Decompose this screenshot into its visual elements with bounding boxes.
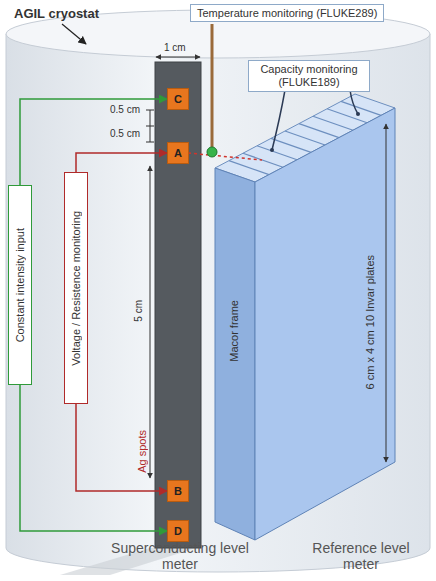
plate-edge	[285, 131, 325, 145]
lead-dot	[356, 112, 360, 116]
wire-connector	[20, 385, 167, 531]
part-label: Macor frame	[228, 300, 240, 362]
dimension-line	[386, 124, 387, 462]
dimension-line	[150, 166, 151, 478]
node-text: Constant intensity input	[14, 228, 26, 342]
dimension-tick	[146, 126, 154, 127]
dimension-line	[156, 57, 200, 58]
ag-spot: D	[167, 520, 189, 542]
node-text: Voltage / Resistence monitoring	[70, 211, 82, 366]
ag-spot: C	[167, 88, 189, 110]
level-line	[188, 153, 262, 160]
plate-edge	[229, 161, 269, 175]
wire-connector	[76, 404, 167, 491]
superconducting-strip	[155, 62, 201, 548]
wire-connector	[76, 153, 167, 172]
caption-label: Reference level meter	[296, 540, 426, 572]
monitor-box: Capacity monitoring (FLUKE189)	[248, 60, 370, 92]
dimension-label: 6 cm x 4 cm 10 Invar plates	[364, 255, 376, 390]
macor-frame	[215, 168, 255, 540]
plate-edge	[243, 153, 283, 167]
ag-spot: B	[167, 480, 189, 502]
dimension-tick	[146, 142, 154, 143]
node-text: A	[174, 147, 182, 159]
pointer-arrow	[62, 24, 86, 44]
capacity-lead	[272, 90, 285, 150]
title-label: AGIL cryostat	[14, 6, 99, 21]
node-text: Capacity monitoring (FLUKE189)	[260, 63, 357, 88]
wire-connector	[20, 99, 167, 185]
node-text: Temperature monitoring (FLUKE289)	[197, 7, 377, 19]
lead-dot	[270, 148, 274, 152]
monitor-box: Voltage / Resistence monitoring	[64, 172, 88, 404]
plate-edge	[257, 146, 297, 160]
caption-label: Superconducting level meter	[100, 540, 260, 572]
node-text: D	[174, 525, 182, 537]
dimension-label: 1 cm	[164, 42, 186, 53]
cryostat-body	[6, 34, 430, 572]
plate-edge	[327, 109, 367, 123]
plate-edge	[271, 138, 311, 152]
dimension-label: 5 cm	[133, 300, 144, 322]
ag-spot: A	[167, 142, 189, 164]
temperature-sensor	[207, 147, 217, 157]
dimension-label: 0.5 cm	[110, 104, 140, 115]
input-box: Constant intensity input	[8, 185, 32, 385]
temperature-wire	[211, 24, 214, 147]
part-label: Ag spots	[136, 430, 148, 473]
invar-plate-front	[255, 108, 395, 540]
capacity-lead	[350, 90, 358, 114]
node-text: C	[174, 93, 182, 105]
monitor-box: Temperature monitoring (FLUKE289)	[190, 4, 384, 22]
dimension-label: 0.5 cm	[110, 128, 140, 139]
dimension-tick	[146, 110, 154, 111]
plate-edge	[341, 101, 381, 115]
plate-edge	[313, 116, 353, 130]
plate-edge	[299, 124, 339, 138]
node-text: B	[174, 485, 182, 497]
